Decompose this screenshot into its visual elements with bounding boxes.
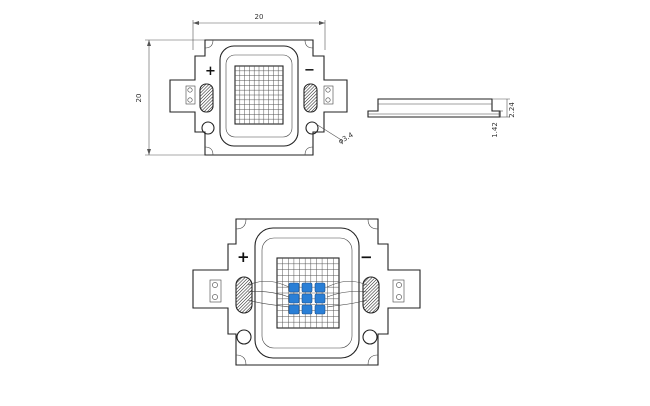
top-board-outline — [169, 39, 348, 156]
bottom-inner-frame — [254, 227, 360, 359]
side-height-dim-1: 2.24 — [508, 102, 516, 118]
side-profile — [367, 98, 501, 118]
bottom-right-pad — [362, 276, 380, 314]
bottom-right-mounting-hole — [362, 329, 378, 345]
width-dimension-label: 20 — [255, 13, 264, 21]
bottom-plus-label: + — [237, 248, 250, 266]
led-chip — [288, 282, 300, 293]
bottom-left-mounting-hole — [236, 329, 252, 345]
top-left-pad — [199, 83, 214, 113]
height-dimension-label: 20 — [135, 94, 143, 103]
led-chip — [288, 293, 300, 304]
led-chip-array — [288, 282, 326, 315]
led-chip — [314, 304, 326, 315]
side-view: 2.24 1.42 — [367, 98, 516, 138]
top-die-grid — [235, 66, 283, 124]
top-inner-frame — [219, 45, 299, 147]
top-right-pad — [303, 83, 318, 113]
led-chip — [301, 282, 313, 293]
top-left-mounting-hole — [201, 121, 215, 135]
bottom-die-grid — [277, 258, 339, 328]
led-chip — [301, 293, 313, 304]
led-chip — [314, 282, 326, 293]
top-minus-label: − — [304, 63, 315, 78]
top-right-mounting-hole — [305, 121, 319, 135]
height-dimension: 20 — [135, 39, 210, 156]
led-chip — [314, 293, 326, 304]
side-height-dim-2: 1.42 — [491, 122, 499, 138]
bottom-view: + − — [192, 218, 421, 366]
bottom-minus-label: − — [360, 248, 373, 266]
top-view: 20 20 — [135, 13, 355, 156]
width-dimension: 20 — [192, 13, 326, 50]
bottom-board-outline — [192, 218, 421, 366]
led-chip — [301, 304, 313, 315]
top-plus-label: + — [205, 64, 216, 79]
hole-dimension-label: φ3.4 — [337, 131, 355, 146]
led-chip — [288, 304, 300, 315]
